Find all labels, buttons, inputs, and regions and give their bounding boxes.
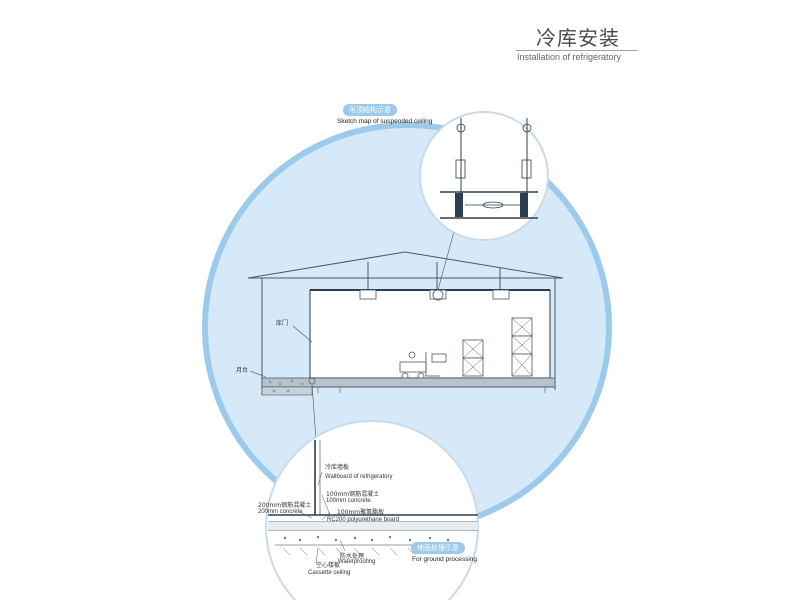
ground-callout-caption: For ground processing xyxy=(412,556,478,563)
forklift xyxy=(399,351,447,380)
waterproof-label-zh: 防水处理 xyxy=(340,553,365,560)
title-divider xyxy=(516,50,638,51)
platform-label: 月台 xyxy=(236,367,249,374)
ground-callout-pill: 地面处理示意 xyxy=(411,542,465,554)
ceiling-detail-drawing xyxy=(440,118,538,219)
waterproof-label-en: Waterproofing xyxy=(338,559,376,565)
cassette-label-en: Cassette ceiling xyxy=(308,570,351,576)
ceiling-callout-pill: 吊顶结构示意 xyxy=(343,104,397,116)
door-label: 库门 xyxy=(276,320,289,327)
wallboard-label-en: Wallboard of refrigeratory xyxy=(325,474,393,480)
cassette-label-zh: 空心楼板 xyxy=(316,562,341,569)
page-title-zh: 冷库安装 xyxy=(536,26,620,50)
floor-slab xyxy=(261,377,556,388)
concrete100-label-en: 100mm concrete xyxy=(326,498,371,504)
ceiling-detail-circle xyxy=(419,111,549,241)
concrete200-label-en: 200mm concrete xyxy=(258,509,303,515)
wallboard-label-zh: 冷库墙板 xyxy=(325,464,350,471)
board-label-zh: 100mm聚氨酯板 xyxy=(337,509,385,516)
ceiling-callout-caption: Sketch map of suspended ceiling xyxy=(337,118,433,125)
concrete200-label-zh: 200mm钢筋混凝土 xyxy=(258,502,312,509)
board-label-en: RC200 polyurethane board xyxy=(327,517,400,523)
building-frame xyxy=(247,251,564,395)
page-title-en: Installation of refrigeratory xyxy=(517,52,622,62)
concrete100-label-zh: 100mm钢筋混凝土 xyxy=(326,491,380,498)
